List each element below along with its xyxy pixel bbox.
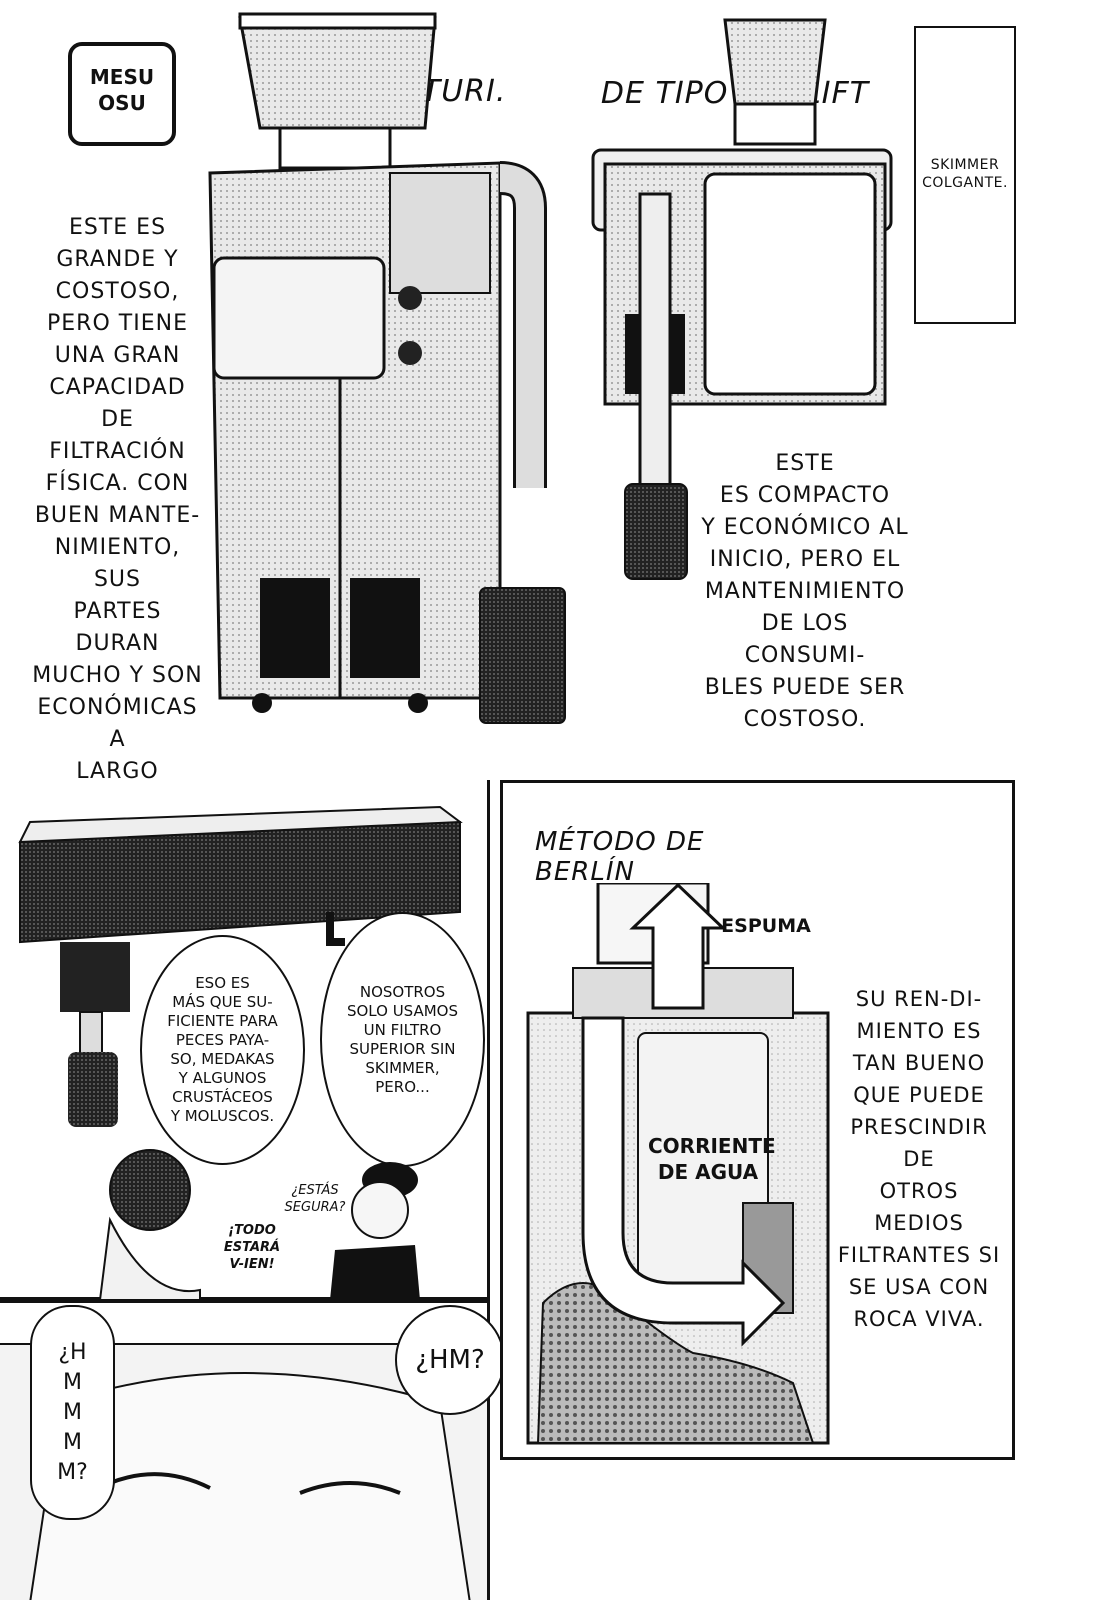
venturi-line: ECONÓMICAS A bbox=[37, 695, 198, 752]
berlin-line: SU REN-DI- bbox=[855, 987, 983, 1011]
hmmm-line: M bbox=[63, 1429, 82, 1455]
hmmm-line: ¿H bbox=[58, 1339, 87, 1365]
bubble1-line: MÁS QUE SU- bbox=[172, 993, 273, 1011]
airlift-line: INICIO, PERO EL bbox=[709, 547, 901, 572]
water-label-line: CORRIENTE bbox=[648, 1134, 776, 1158]
airlift-line: COSTOSO. bbox=[743, 707, 867, 732]
logo-line2: OSU bbox=[98, 91, 146, 115]
logo-box: MESU OSU bbox=[68, 42, 176, 146]
bubble1-line: Y ALGUNOS bbox=[178, 1069, 267, 1087]
speech-bubble-1: ESO ES MÁS QUE SU- FICIENTE PARA PECES P… bbox=[140, 935, 305, 1165]
hmmm-line: M bbox=[63, 1399, 82, 1425]
venturi-line: UNA GRAN bbox=[54, 343, 181, 368]
bubble2-line: PERO... bbox=[375, 1077, 430, 1096]
berlin-line: TAN BUENO bbox=[852, 1051, 986, 1075]
berlin-line: MIENTO ES bbox=[856, 1019, 982, 1043]
bubble1-line: ESO ES bbox=[195, 974, 250, 992]
airlift-line: MANTENIMIENTO bbox=[704, 579, 906, 604]
airlift-caption: ESTE ES COMPACTO Y ECONÓMICO AL INICIO, … bbox=[700, 448, 910, 736]
hanging-skimmer-line2: COLGANTE. bbox=[922, 175, 1008, 191]
bubble1-line: SO, MEDAKAS bbox=[170, 1050, 275, 1068]
sfx-question-line: SEGURA? bbox=[284, 1200, 346, 1215]
sfx-question: ¿ESTÁS SEGURA? bbox=[280, 1182, 350, 1216]
characters-illustration bbox=[98, 1149, 420, 1300]
airlift-skimmer-illustration bbox=[591, 18, 893, 580]
logo-line1: MESU bbox=[89, 65, 155, 89]
venturi-line: PERO TIENE bbox=[47, 311, 188, 336]
speech-bubble-2: NOSOTROS SOLO USAMOS UN FILTRO SUPERIOR … bbox=[320, 912, 485, 1167]
bubble2-line: NOSOTROS bbox=[359, 982, 446, 1001]
venturi-line: PARTES DURAN bbox=[73, 599, 162, 656]
sfx-shout-line: ¡TODO bbox=[228, 1223, 276, 1238]
venturi-line: ESTE ES bbox=[68, 215, 167, 240]
venturi-caption: ESTE ES GRANDE Y COSTOSO, PERO TIENE UNA… bbox=[30, 212, 205, 820]
venturi-line: CAPACIDAD DE bbox=[49, 375, 186, 432]
sfx-shout-line: ESTARÁ bbox=[223, 1240, 281, 1255]
hmmm-line: M? bbox=[57, 1459, 88, 1485]
berlin-aquarium-diagram bbox=[526, 883, 830, 1445]
bubble2-line: UN FILTRO bbox=[363, 1020, 442, 1039]
berlin-line: ROCA VIVA. bbox=[853, 1307, 985, 1331]
venturi-skimmer-illustration bbox=[208, 12, 566, 724]
hm-text: ¿HM? bbox=[415, 1345, 485, 1375]
hm-bubble: ¿HM? bbox=[395, 1305, 505, 1415]
berlin-panel: MÉTODO DE BERLÍN ESPUMA CORRIENTE DE AGU… bbox=[500, 780, 1015, 1460]
berlin-line: OTROS MEDIOS bbox=[874, 1179, 964, 1235]
berlin-line: FILTRANTES SI bbox=[837, 1243, 1001, 1267]
bubble2-line: SUPERIOR SIN bbox=[349, 1039, 456, 1058]
berlin-caption: SU REN-DI- MIENTO ES TAN BUENO QUE PUEDE… bbox=[833, 983, 1005, 1335]
overhead-filter-illustration bbox=[18, 805, 463, 1127]
venturi-line: MUCHO Y SON bbox=[32, 663, 203, 688]
hmmm-line: M bbox=[63, 1369, 82, 1395]
bubble1-line: CRUSTÁCEOS bbox=[172, 1088, 273, 1106]
airlift-line: BLES PUEDE SER bbox=[704, 675, 906, 700]
airlift-line: DE LOS CONSUMI- bbox=[744, 611, 866, 668]
bubble1-line: Y MOLUSCOS. bbox=[170, 1107, 275, 1125]
bubble1-line: FICIENTE PARA bbox=[167, 1012, 278, 1030]
bubble2-line: SKIMMER, bbox=[365, 1058, 440, 1077]
berlin-line: QUE PUEDE bbox=[853, 1083, 985, 1107]
water-current-label: CORRIENTE DE AGUA bbox=[648, 1133, 776, 1185]
venturi-line: NIMIENTO, SUS bbox=[54, 535, 181, 592]
venturi-line: COSTOSO, bbox=[55, 279, 180, 304]
sfx-shout-line: V-IEN! bbox=[229, 1257, 275, 1272]
venturi-line: GRANDE Y bbox=[56, 247, 179, 272]
hanging-skimmer-box: SKIMMER COLGANTE. bbox=[914, 26, 1016, 324]
venturi-line: BUEN MANTE- bbox=[34, 503, 201, 528]
berlin-line: SE USA CON bbox=[848, 1275, 990, 1299]
berlin-title: MÉTODO DE BERLÍN bbox=[535, 827, 705, 887]
water-label-line: DE AGUA bbox=[657, 1160, 759, 1184]
bubble2-line: SOLO USAMOS bbox=[346, 1001, 459, 1020]
airlift-line: ESTE bbox=[775, 451, 835, 476]
venturi-line: FILTRACIÓN bbox=[49, 439, 186, 464]
airlift-line: Y ECONÓMICO AL bbox=[701, 515, 909, 540]
hmmm-bubble: ¿H M M M M? bbox=[30, 1305, 115, 1520]
foam-label: ESPUMA bbox=[721, 915, 811, 937]
sfx-question-line: ¿ESTÁS bbox=[291, 1183, 339, 1198]
berlin-line: PRESCINDIR DE bbox=[850, 1115, 988, 1171]
airlift-line: ES COMPACTO bbox=[719, 483, 891, 508]
bubble1-line: PECES PAYA- bbox=[175, 1031, 270, 1049]
venturi-line: FÍSICA. CON bbox=[45, 471, 190, 496]
hanging-skimmer-line1: SKIMMER bbox=[930, 157, 1000, 173]
sfx-shout: ¡TODO ESTARÁ V-IEN! bbox=[222, 1222, 282, 1273]
